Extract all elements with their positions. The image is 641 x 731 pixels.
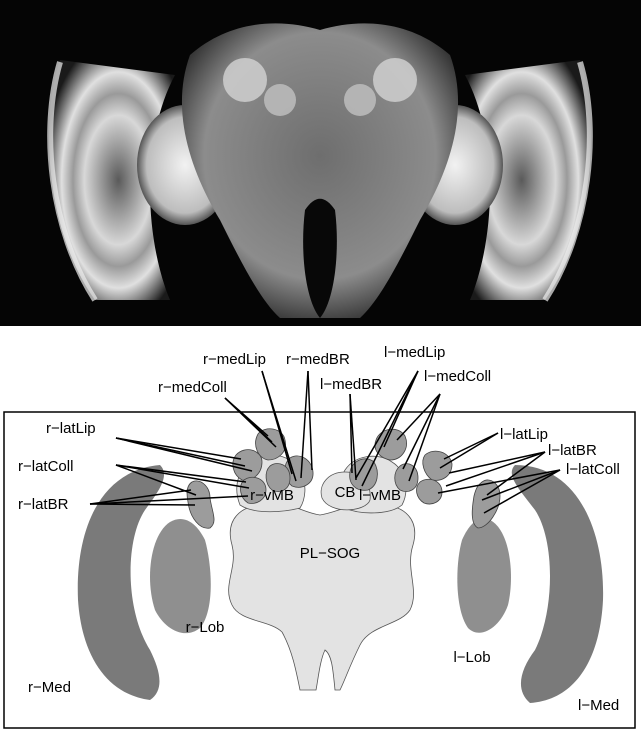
label-r-vmb: r−vMB xyxy=(250,487,294,504)
label-r-latcoll: r−latColl xyxy=(18,458,73,475)
brain-schematic: r−medLip r−medBR r−medColl l−medLip l−me… xyxy=(0,330,641,731)
label-l-med: l−Med xyxy=(578,697,619,714)
label-r-medbr: r−medBR xyxy=(286,351,350,368)
label-l-latbr: l−latBR xyxy=(548,442,597,459)
label-r-lob: r−Lob xyxy=(186,619,225,636)
label-l-lob: l−Lob xyxy=(453,649,490,666)
label-l-medlip: l−medLip xyxy=(384,344,445,361)
l-lob-region xyxy=(457,518,511,632)
label-l-vmb: l−vMB xyxy=(359,487,401,504)
label-l-latlip: l−latLip xyxy=(500,426,548,443)
r-lob-region xyxy=(150,519,211,633)
label-pl-sog: PL−SOG xyxy=(300,545,360,562)
label-r-medlip: r−medLip xyxy=(203,351,266,368)
label-r-medcoll: r−medColl xyxy=(158,379,227,396)
label-l-latcoll: l−latColl xyxy=(566,461,620,478)
label-r-med: r−Med xyxy=(28,679,71,696)
label-r-latbr: r−latBR xyxy=(18,496,69,513)
label-l-medcoll: l−medColl xyxy=(424,368,491,385)
l-latcoll-region xyxy=(417,479,442,504)
label-l-medbr: l−medBR xyxy=(320,376,382,393)
brain-micrograph xyxy=(0,0,641,326)
label-r-latlip: r−latLip xyxy=(46,420,96,437)
label-cb: CB xyxy=(335,484,356,501)
